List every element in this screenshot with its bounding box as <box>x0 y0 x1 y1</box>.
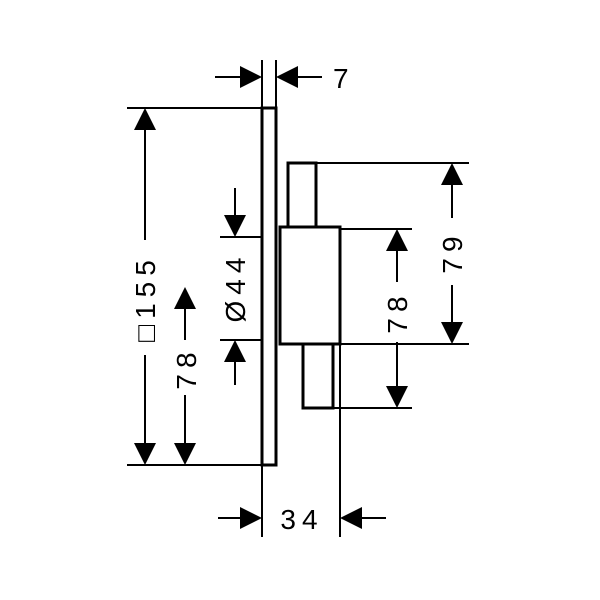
dimension-thickness-7 <box>215 66 322 88</box>
lower-body <box>301 342 335 410</box>
extension-lines <box>127 60 469 537</box>
label-body-height: 79 <box>437 230 468 273</box>
label-inner-height: 78 <box>382 290 413 333</box>
parts <box>260 106 342 467</box>
label-thickness: 7 <box>333 63 355 94</box>
label-depth: 34 <box>280 504 323 535</box>
upper-body <box>286 161 318 229</box>
dimension-depth-34 <box>218 507 386 529</box>
label-plate-size: □155 <box>130 254 161 342</box>
dimension-plate-size <box>134 108 156 465</box>
dimension-right-79 <box>441 163 463 344</box>
wall-plate <box>260 106 278 467</box>
label-diameter: Ø44 <box>220 252 251 323</box>
label-left-height: 78 <box>171 346 202 389</box>
dimension-right-78 <box>386 229 408 408</box>
middle-body <box>278 225 342 346</box>
dimension-diameter-44 <box>224 188 246 385</box>
dimension-left-78 <box>174 287 196 465</box>
